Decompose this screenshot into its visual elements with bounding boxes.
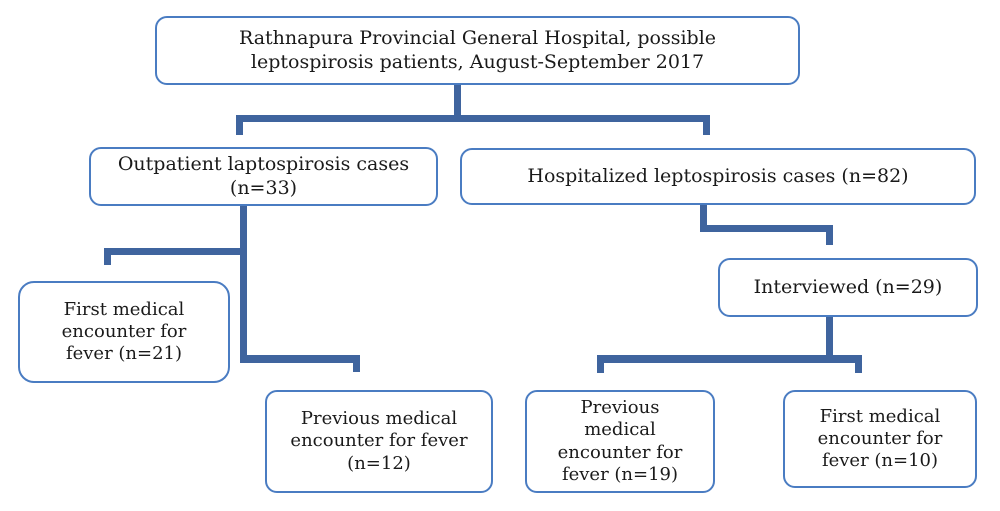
connector-to-prev12: [240, 355, 360, 363]
connector-root-bracket: [236, 115, 710, 122]
connector-interviewed-bracket-right-tick: [855, 355, 862, 373]
connector-to-first21: [104, 248, 247, 255]
connector-to-interviewed: [700, 225, 833, 232]
connector-root-bracket-left-tick: [236, 115, 243, 135]
connector-root-bracket-right-tick: [703, 115, 710, 135]
connector-hospitalized-stem: [700, 205, 707, 232]
node-hospital-root: Rathnapura Provincial General Hospital, …: [155, 16, 800, 85]
connector-outpatient-stem: [240, 206, 247, 363]
connector-interviewed-bracket: [597, 355, 862, 363]
node-previous-encounter-hospitalized-label: Previous medical encounter for fever (n=…: [557, 396, 683, 485]
node-previous-encounter-hospitalized: Previous medical encounter for fever (n=…: [525, 390, 715, 493]
node-first-encounter-outpatient-label: First medical encounter for fever (n=21): [61, 298, 187, 365]
node-hospitalized-cases-label: Hospitalized leptospirosis cases (n=82): [527, 164, 909, 187]
node-previous-encounter-outpatient: Previous medical encounter for fever (n=…: [265, 390, 493, 493]
node-interviewed: Interviewed (n=29): [718, 258, 978, 317]
node-first-encounter-hospitalized: First medical encounter for fever (n=10): [783, 390, 977, 488]
node-hospital-root-label: Rathnapura Provincial General Hospital, …: [238, 26, 717, 73]
node-hospitalized-cases: Hospitalized leptospirosis cases (n=82): [460, 148, 976, 205]
connector-to-interviewed-tick: [826, 225, 833, 245]
node-outpatient-cases-label: Outpatient laptospirosis cases (n=33): [117, 152, 410, 199]
connector-interviewed-bracket-left-tick: [597, 355, 604, 373]
connector-to-first21-tick: [104, 248, 111, 265]
node-previous-encounter-outpatient-label: Previous medical encounter for fever (n=…: [290, 408, 468, 474]
node-interviewed-label: Interviewed (n=29): [753, 275, 943, 298]
connector-interviewed-stem: [826, 317, 833, 363]
connector-to-prev12-tick: [353, 355, 360, 372]
node-first-encounter-outpatient: First medical encounter for fever (n=21): [18, 281, 230, 383]
node-first-encounter-hospitalized-label: First medical encounter for fever (n=10): [817, 405, 943, 472]
node-outpatient-cases: Outpatient laptospirosis cases (n=33): [89, 147, 438, 206]
connector-root-stem: [454, 85, 461, 119]
